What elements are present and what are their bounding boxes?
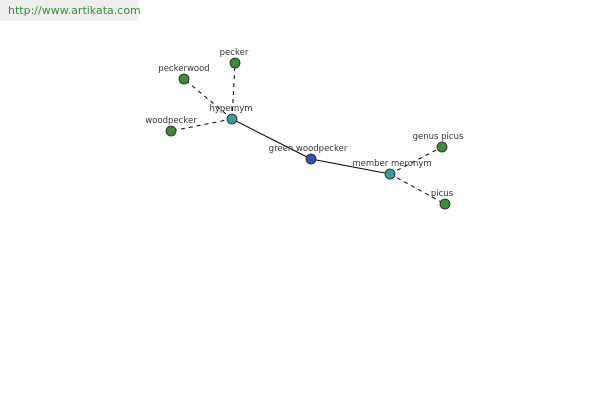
node-label-woodpecker[interactable]: woodpecker [145, 116, 197, 126]
node-label-pecker[interactable]: pecker [220, 48, 249, 58]
graph-labels: green woodpecker hypernym member meronym pe… [145, 48, 464, 199]
node-label-picus[interactable]: picus [431, 189, 454, 199]
graph-edges [170, 62, 446, 205]
edge-hypernym-to-pecker [231, 62, 236, 120]
edge-member-meronym-to-picus [389, 173, 446, 205]
edge-member-meronym-to-genus-picus [389, 146, 443, 175]
graph-nodes [165, 57, 451, 210]
node-label-member-meronym[interactable]: member meronym [352, 159, 431, 169]
edge-green-woodpecker-to-member-meronym [310, 158, 391, 175]
node-label-genus-picus[interactable]: genus picus [413, 132, 464, 142]
node-label-peckerwood[interactable]: peckerwood [158, 64, 209, 74]
node-genus-picus[interactable] [436, 141, 448, 153]
edge-hypernym-to-woodpecker [170, 118, 233, 132]
node-peckerwood[interactable] [178, 73, 190, 85]
node-picus[interactable] [439, 198, 451, 210]
node-woodpecker[interactable] [165, 125, 177, 137]
edge-hypernym-to-peckerwood [183, 78, 233, 120]
node-hypernym[interactable] [226, 113, 238, 125]
node-member-meronym[interactable] [384, 168, 396, 180]
node-label-hypernym[interactable]: hypernym [209, 104, 252, 114]
node-label-green-woodpecker[interactable]: green woodpecker [269, 144, 348, 154]
node-green-woodpecker[interactable] [305, 153, 317, 165]
node-pecker[interactable] [229, 57, 241, 69]
edge-green-woodpecker-to-hypernym [231, 118, 312, 160]
site-url-link[interactable]: http://www.artikata.com [0, 0, 141, 21]
